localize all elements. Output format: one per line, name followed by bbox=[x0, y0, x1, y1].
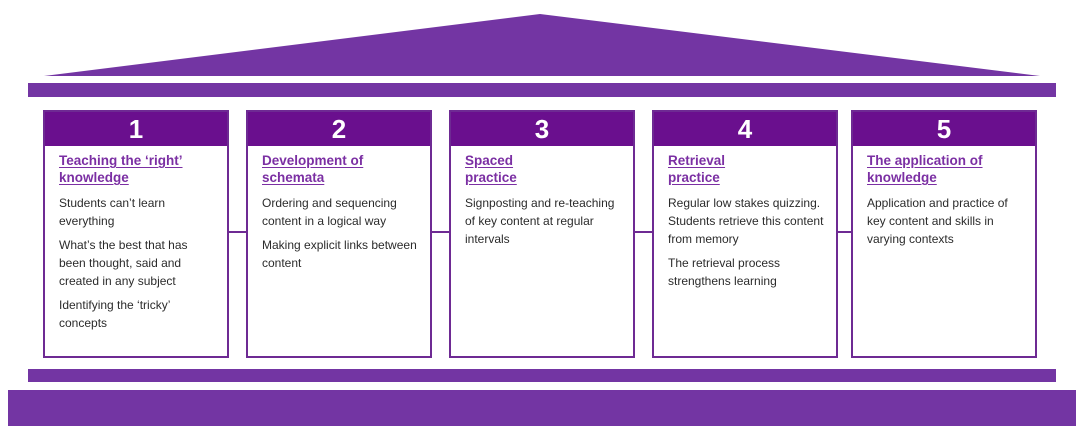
connector-2-3 bbox=[432, 231, 450, 233]
pillar-title: The application of knowledge bbox=[867, 153, 983, 185]
pillar-point: Students can’t learn everything bbox=[59, 196, 166, 228]
pillar-number: 4 bbox=[654, 112, 836, 146]
pillar-point: Application and practice of key content … bbox=[867, 196, 1008, 246]
pillar-3: 3 Spaced practice Signposting and re-tea… bbox=[449, 110, 635, 358]
pillar-point: Ordering and sequencing content in a log… bbox=[262, 196, 397, 228]
connector-3-4 bbox=[635, 231, 653, 233]
pillar-title: Teaching the ‘right’ knowledge bbox=[59, 153, 183, 185]
pillar-point: The retrieval process strengthens learni… bbox=[668, 256, 781, 288]
pillar-point: Identifying the ‘tricky’ concepts bbox=[59, 298, 170, 330]
pillar-point: Regular low stakes quizzing. Students re… bbox=[668, 196, 824, 246]
base-plinth bbox=[8, 390, 1076, 426]
base-beam bbox=[28, 369, 1056, 382]
pillar-number: 1 bbox=[45, 112, 227, 146]
pillar-title: Spaced practice bbox=[465, 153, 517, 185]
pillar-number: 5 bbox=[853, 112, 1035, 146]
pillar-point: Making explicit links between content bbox=[262, 238, 417, 270]
pillar-title: Retrieval practice bbox=[668, 153, 726, 185]
pillar-5: 5 The application of knowledge Applicati… bbox=[851, 110, 1037, 358]
pillar-number: 2 bbox=[248, 112, 430, 146]
roof-triangle bbox=[44, 14, 1040, 76]
roof-beam bbox=[28, 83, 1056, 97]
pillar-number: 3 bbox=[451, 112, 633, 146]
pillar-2: 2 Development of schemata Ordering and s… bbox=[246, 110, 432, 358]
pillar-title: Development of schemata bbox=[262, 153, 364, 185]
connector-4-5 bbox=[838, 231, 851, 233]
pillar-1: 1 Teaching the ‘right’ knowledge Student… bbox=[43, 110, 229, 358]
pillar-4: 4 Retrieval practice Regular low stakes … bbox=[652, 110, 838, 358]
connector-1-2 bbox=[229, 231, 247, 233]
pillar-point: What’s the best that has been thought, s… bbox=[59, 238, 188, 288]
pillar-point: Signposting and re-teaching of key conte… bbox=[465, 196, 615, 246]
